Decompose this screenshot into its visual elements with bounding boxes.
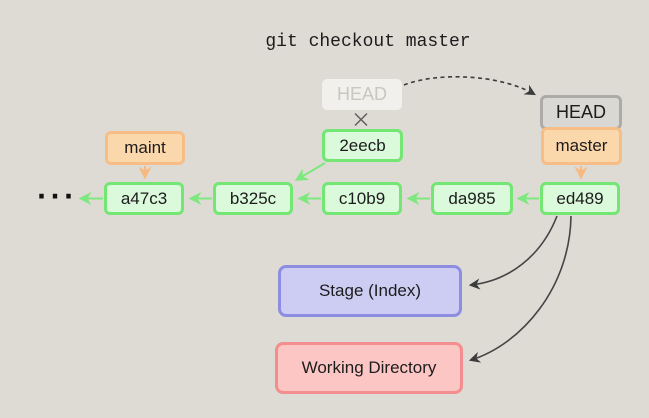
commit-ed489: ed489 (540, 182, 620, 215)
detached-commit-parent-arrow (294, 162, 326, 181)
commit-b325c: b325c (213, 182, 293, 215)
commit-da985: da985 (431, 182, 513, 215)
commit-c10b9: c10b9 (322, 182, 402, 215)
working-directory-box: Working Directory (275, 342, 463, 394)
commit-history-ellipsis: ··· (36, 182, 78, 211)
commit-id: 2eecb (339, 135, 386, 155)
stage-label: Stage (Index) (318, 281, 422, 300)
commit-id: da985 (448, 188, 496, 208)
branch-maint-label: maint (105, 131, 185, 165)
old-head-label: HEAD (322, 79, 402, 110)
commit-id: a47c3 (120, 188, 168, 208)
commit-a47c3: a47c3 (104, 182, 184, 215)
commit-id: ed489 (556, 188, 604, 208)
checkout-to-working-arrow (468, 215, 572, 363)
command-title: git checkout master (265, 32, 471, 52)
stage-index-box: Stage (Index) (278, 265, 462, 317)
checkout-to-stage-arrow (468, 215, 558, 290)
old-head-text: HEAD (336, 84, 387, 104)
commit-id: b325c (229, 188, 277, 208)
branch-name: maint (124, 138, 166, 157)
commit-2eecb: 2eecb (322, 129, 403, 162)
commit-id: c10b9 (338, 188, 386, 208)
head-label: HEAD (540, 95, 622, 130)
detached-cross-icon (354, 112, 368, 127)
head-text: HEAD (555, 102, 606, 122)
head-move-dashed-arrow (403, 75, 536, 96)
working-label: Working Directory (301, 358, 437, 377)
branch-name: master (555, 136, 608, 155)
branch-master-label: master (541, 127, 622, 165)
